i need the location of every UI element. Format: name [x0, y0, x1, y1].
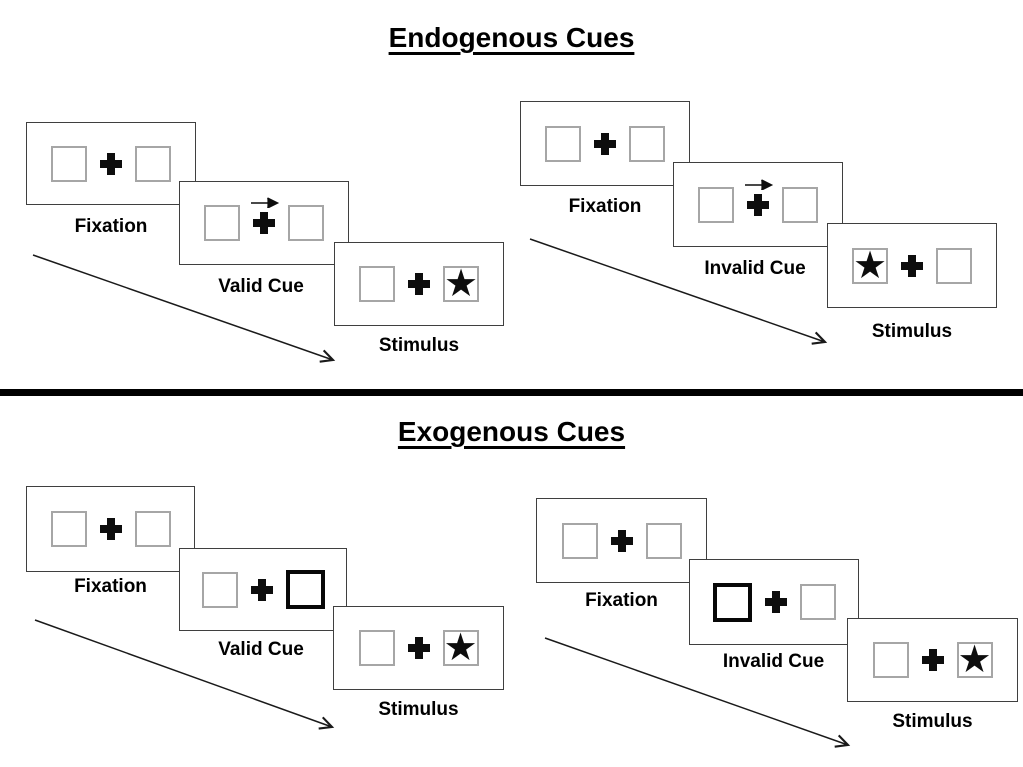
invalid-cue-panel	[689, 559, 859, 645]
star-icon: ★	[443, 261, 479, 305]
panel-label: Fixation	[74, 216, 148, 237]
left-box	[204, 205, 240, 241]
invalid-cue-panel	[673, 162, 843, 247]
left-box	[201, 571, 238, 608]
highlighted-cue-box	[285, 570, 325, 609]
left-box: ★	[852, 242, 888, 287]
timeline-arrow	[34, 619, 335, 730]
section-title-endogenous: Endogenous Cues	[388, 22, 635, 53]
highlighted-cue-box	[712, 582, 752, 622]
fixation-cross-icon	[610, 529, 633, 552]
fixation-cross-icon	[253, 212, 275, 234]
right-box: ★	[443, 261, 479, 305]
fixation-cross-icon	[901, 254, 923, 277]
panel-label: Fixation	[568, 196, 642, 217]
fixation-panel	[26, 486, 195, 572]
timeline-arrow	[32, 254, 336, 363]
fixation-cross-icon	[764, 591, 787, 613]
left-box	[561, 522, 598, 559]
fixation-cross-icon	[594, 132, 616, 155]
left-box	[50, 511, 87, 547]
panel-label: Fixation	[585, 590, 658, 611]
panel-label: Stimulus	[892, 711, 973, 732]
timeline-arrow	[529, 238, 828, 345]
fixation-cross-icon	[408, 273, 430, 295]
right-box	[936, 247, 972, 284]
valid-cue-panel	[179, 181, 349, 265]
right-box	[629, 125, 665, 162]
left-box	[51, 145, 87, 182]
stimulus-panel: ★	[847, 618, 1018, 702]
left-box	[545, 125, 581, 162]
left-box	[698, 186, 734, 223]
right-box	[782, 186, 818, 223]
fixation-panel	[520, 101, 690, 186]
fixation-cross-icon	[250, 578, 273, 601]
right-box	[135, 145, 171, 182]
fixation-cross-icon	[407, 637, 430, 659]
star-icon: ★	[443, 625, 478, 669]
fixation-cross-icon	[747, 193, 769, 216]
panel-label: Stimulus	[378, 335, 460, 356]
stimulus-panel: ★	[334, 242, 504, 326]
right-box	[645, 522, 682, 559]
panel-label: Invalid Cue	[704, 258, 806, 279]
panel-label: Fixation	[74, 576, 147, 597]
panel-label: Invalid Cue	[722, 651, 825, 672]
fixation-panel	[536, 498, 707, 583]
star-icon: ★	[957, 637, 992, 681]
stimulus-panel: ★	[333, 606, 504, 690]
right-box: ★	[956, 637, 993, 681]
fixation-cross-icon	[921, 649, 944, 671]
right-box: ★	[442, 625, 479, 669]
panel-label: Valid Cue	[218, 639, 304, 660]
fixation-panel	[26, 122, 196, 205]
fixation-cross-icon	[99, 518, 122, 540]
left-box	[359, 266, 395, 302]
panel-label: Valid Cue	[218, 276, 304, 297]
timeline-arrow	[544, 637, 851, 748]
right-box	[799, 584, 836, 620]
right-box	[288, 205, 324, 241]
panel-label: Stimulus	[378, 699, 459, 720]
section-title-exogenous: Exogenous Cues	[397, 416, 626, 447]
stimulus-panel: ★	[827, 223, 997, 308]
right-arrow-icon	[251, 197, 280, 208]
star-icon: ★	[852, 242, 888, 287]
panel-label: Stimulus	[871, 321, 953, 342]
left-box	[872, 642, 909, 678]
left-box	[358, 630, 395, 666]
valid-cue-panel	[179, 548, 347, 631]
right-arrow-icon	[745, 178, 774, 190]
fixation-cross-icon	[100, 152, 122, 175]
section-divider	[0, 389, 1023, 396]
right-box	[134, 511, 171, 547]
